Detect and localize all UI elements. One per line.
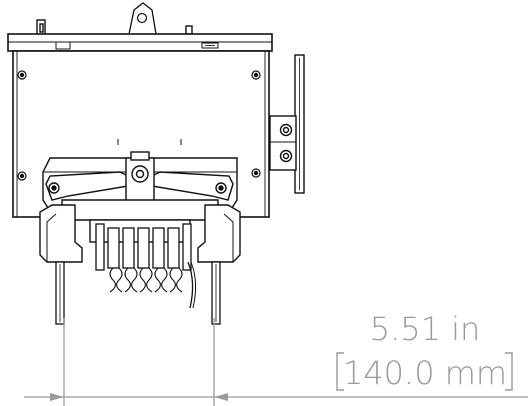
dimension-metric-brackets	[336, 352, 513, 391]
probe-legs	[55, 261, 221, 325]
tick-marks	[117, 139, 182, 145]
dimension-arrows	[50, 393, 228, 401]
dimension-metric-label: 140.0 mm	[343, 354, 507, 392]
dimension-imperial-label: 5.51 in	[370, 310, 481, 348]
mounting-bracket	[269, 54, 305, 194]
contact-fingers	[95, 223, 197, 309]
screw-icon	[17, 70, 261, 181]
dimension-line	[24, 318, 528, 406]
